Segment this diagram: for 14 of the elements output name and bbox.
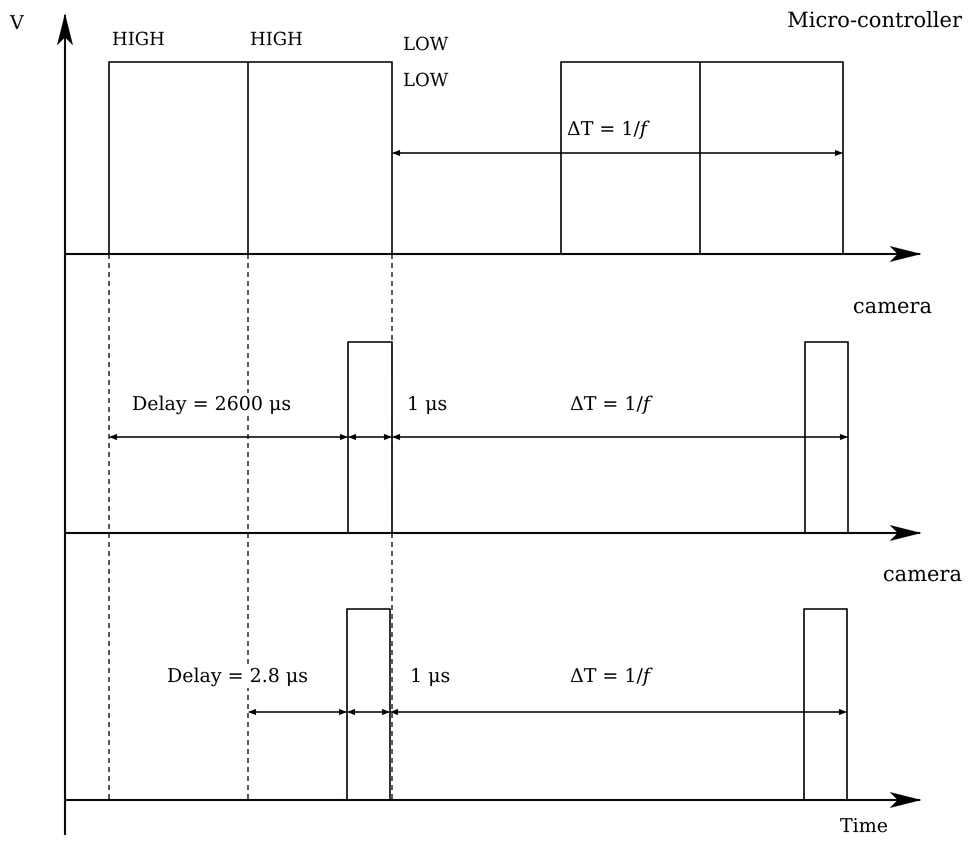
state-label: HIGH (112, 29, 165, 51)
signal-label: camera (852, 294, 932, 320)
timing-label: ΔT = 1/f (568, 393, 652, 416)
state-label: LOW (403, 70, 448, 92)
axis-label: Time (840, 815, 888, 838)
timing-label: Delay = 2600 μs (130, 393, 294, 416)
axis-label: V (10, 12, 24, 35)
timing-label: ΔT = 1/f (565, 118, 649, 141)
signal-label: camera (882, 562, 962, 588)
timing-label: Delay = 2.8 μs (165, 665, 310, 688)
state-label: LOW (403, 34, 448, 56)
state-label: HIGH (250, 29, 303, 51)
timing-label: ΔT = 1/f (568, 665, 652, 688)
signal-label: Micro-controller (787, 8, 962, 34)
